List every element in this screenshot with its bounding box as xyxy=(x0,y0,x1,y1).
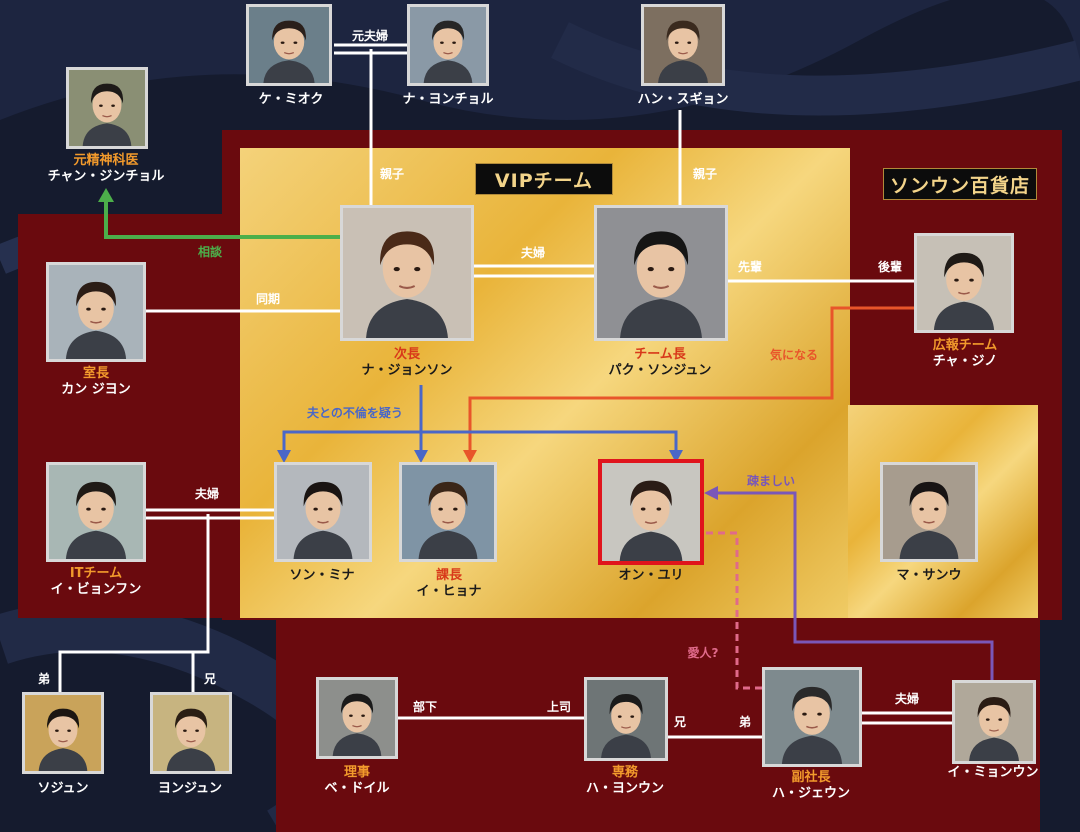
rel-older-brother-ha: 兄 xyxy=(673,715,687,729)
portrait-na-yonchol xyxy=(407,4,489,86)
label-i-hyona: 課長イ・ヒョナ xyxy=(416,568,482,599)
rel-subordinate: 部下 xyxy=(412,700,438,714)
label-i-byonfun: ITチームイ・ビョンフン xyxy=(50,566,142,597)
portrait-chan-jinchol xyxy=(66,67,148,149)
portrait-be-doiru xyxy=(316,677,398,759)
label-park-sonjun: チーム長パク・ソンジュン xyxy=(608,347,712,378)
label-na-jonson: 次長ナ・ジョンソン xyxy=(361,347,453,378)
rel-parent-child-left: 親子 xyxy=(379,167,405,181)
rel-senior: 先輩 xyxy=(737,260,763,274)
label-sojun: ソジュン xyxy=(37,781,89,796)
suspect-arrowhead-right xyxy=(669,450,683,463)
rel-interested: 気になる xyxy=(769,348,819,362)
portrait-ke-mioku xyxy=(246,4,332,86)
portrait-son-mina xyxy=(274,462,372,562)
consult-arrow xyxy=(104,198,340,239)
rel-junior: 後輩 xyxy=(877,260,903,274)
rel-ex-couple: 元夫婦 xyxy=(351,29,389,43)
store-label: ソンウン百貨店 xyxy=(883,168,1037,200)
rel-couple-main: 夫婦 xyxy=(520,246,546,260)
label-chan-jinchol: 元精神科医チャン・ジンチョル xyxy=(47,153,165,184)
portrait-i-byonfun xyxy=(46,462,146,562)
label-i-myonun: イ・ミョンウン xyxy=(947,765,1039,780)
portrait-han-sugyon xyxy=(641,4,725,86)
suspect-branch xyxy=(282,430,678,455)
label-be-doiru: 理事ベ・ドイル xyxy=(324,765,390,796)
portrait-on-yuri xyxy=(598,459,704,565)
interest-arrow xyxy=(468,306,914,455)
rel-couple-ha: 夫婦 xyxy=(894,692,920,706)
rel-younger-brother-ha: 弟 xyxy=(738,715,752,729)
portrait-park-sonjun xyxy=(594,205,728,341)
rel-estranged: 疎ましい xyxy=(746,474,796,488)
portrait-ma-sanu xyxy=(880,462,978,562)
vip-team-label: VIPチーム xyxy=(475,163,613,195)
rel-parent-child-right: 親子 xyxy=(692,167,718,181)
rel-consult: 相談 xyxy=(197,245,223,259)
lover-dashed-line xyxy=(706,531,762,690)
rel-suspects-affair: 夫との不倫を疑う xyxy=(307,406,403,420)
estranged-arrowhead xyxy=(704,486,718,500)
consult-arrowhead xyxy=(98,188,114,202)
rel-boss: 上司 xyxy=(546,700,572,714)
portrait-ha-jeun xyxy=(762,667,862,767)
label-ma-sanu: マ・サンウ xyxy=(896,568,962,583)
portrait-cha-jino xyxy=(914,233,1014,333)
label-na-yonchol: ナ・ヨンチョル xyxy=(402,92,494,107)
portrait-yonjun xyxy=(150,692,232,774)
suspect-arrowhead-mid xyxy=(414,450,428,463)
portrait-kan-jiyon xyxy=(46,262,146,362)
rel-couple-it: 夫婦 xyxy=(194,487,220,501)
label-yonjun: ヨンジュン xyxy=(157,781,223,796)
portrait-i-myonun xyxy=(952,680,1036,764)
label-ke-mioku: ケ・ミオク xyxy=(258,92,324,107)
portrait-na-jonson xyxy=(340,205,474,341)
children-line xyxy=(58,514,210,692)
interest-arrowhead xyxy=(463,450,477,463)
label-kan-jiyon: 室長カン ジヨン xyxy=(61,366,131,397)
suspect-arrowhead-left xyxy=(277,450,291,463)
label-on-yuri: オン・ユリ xyxy=(618,568,684,583)
label-ha-yonun: 専務ハ・ヨンウン xyxy=(585,765,665,796)
label-han-sugyon: ハン・スギョン xyxy=(637,92,729,107)
rel-lover: 愛人? xyxy=(687,646,719,660)
portrait-sojun xyxy=(22,692,104,774)
rel-older-brother: 兄 xyxy=(203,672,217,686)
rel-younger-brother: 弟 xyxy=(37,672,51,686)
label-son-mina: ソン・ミナ xyxy=(289,568,355,583)
rel-same-period: 同期 xyxy=(255,292,281,306)
estranged-arrow xyxy=(714,491,994,680)
label-ha-jeun: 副社長ハ・ジェウン xyxy=(771,770,851,801)
portrait-i-hyona xyxy=(399,462,497,562)
label-cha-jino: 広報チームチャ・ジノ xyxy=(932,338,998,369)
portrait-ha-yonun xyxy=(584,677,668,761)
